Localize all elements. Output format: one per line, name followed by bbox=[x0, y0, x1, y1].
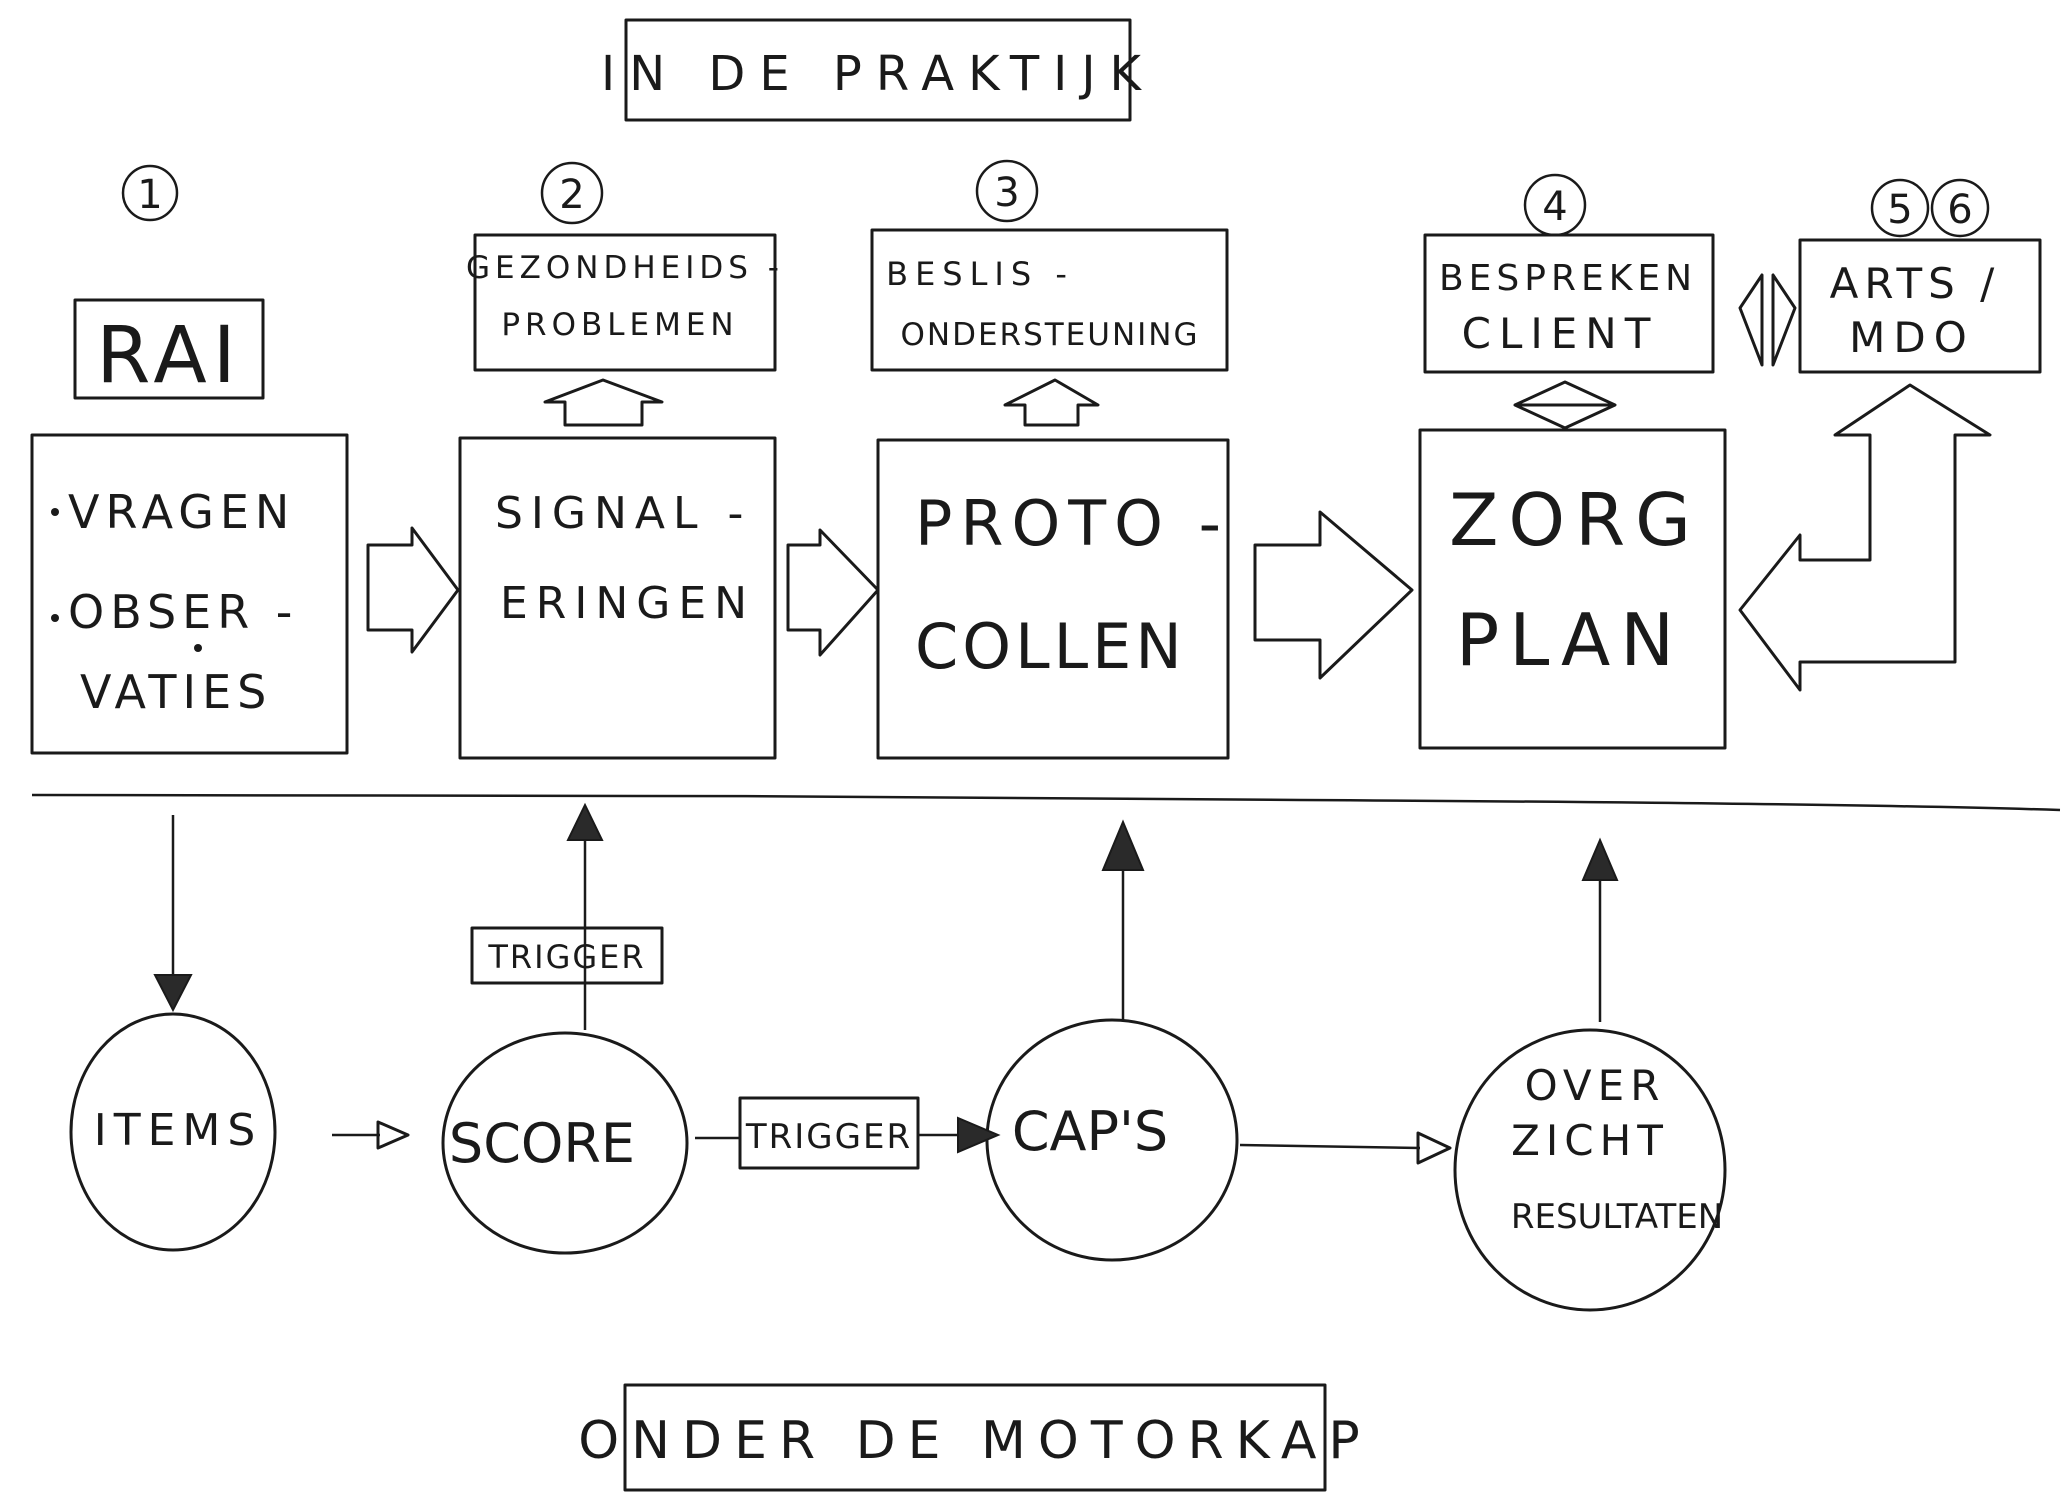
score-label: SCORE bbox=[449, 1112, 635, 1175]
items-circle: ITEMS bbox=[69, 1012, 277, 1252]
arrow-rai-to-signaleringen bbox=[366, 526, 460, 654]
arrow-up-from-score bbox=[566, 802, 604, 841]
double-arrow-bespreken-arts bbox=[1738, 273, 1797, 367]
arrow-items-to-score bbox=[376, 1120, 410, 1150]
caps-circle: CAP'S bbox=[985, 1018, 1239, 1262]
bespreken-client-line1: BESPREKEN bbox=[1439, 258, 1697, 299]
arrow-signaleringen-to-protocollen bbox=[786, 528, 880, 657]
arrow-up-to-beslisondersteuning bbox=[1003, 378, 1100, 427]
overzicht-line2: ZICHT bbox=[1511, 1116, 1669, 1165]
overzicht-line3: RESULTATEN bbox=[1511, 1197, 1723, 1237]
arrow-up-from-caps bbox=[1101, 819, 1145, 871]
step-number-5-label: 5 bbox=[1887, 187, 1912, 233]
section-divider bbox=[31, 793, 2061, 812]
gezondheidsproblemen-line2: PROBLEMEN bbox=[501, 307, 738, 343]
step-number-5: 5 bbox=[1870, 178, 1930, 238]
overzicht-circle: OVER ZICHT RESULTATEN bbox=[1453, 1028, 1727, 1312]
step-number-2-label: 2 bbox=[559, 172, 584, 218]
arts-mdo-box: ARTS / MDO bbox=[1798, 238, 2042, 374]
step-number-3: 3 bbox=[975, 159, 1039, 223]
rai-bullet-observaties-1: OBSER - bbox=[68, 585, 298, 639]
zorgplan-box: ZORG PLAN bbox=[1418, 428, 1727, 750]
gezondheidsproblemen-line1: GEZONDHEIDS - bbox=[466, 250, 784, 286]
arts-mdo-line2: MDO bbox=[1849, 313, 1975, 362]
bottom-section-title: ONDER DE MOTORKAP bbox=[578, 1411, 1372, 1471]
trigger-label-vertical: TRIGGER bbox=[487, 938, 645, 976]
step-number-3-label: 3 bbox=[994, 170, 1019, 216]
step-number-6-label: 6 bbox=[1947, 187, 1972, 233]
bespreken-client-box: BESPREKEN CLIENT bbox=[1423, 233, 1715, 374]
beslisondersteuning-line1: BESLIS - bbox=[886, 255, 1074, 293]
protocollen-line2: COLLEN bbox=[915, 610, 1186, 683]
top-section-title-box bbox=[624, 18, 1132, 122]
trigger-box-vertical bbox=[470, 926, 664, 985]
return-arrow-zorgplan-arts bbox=[1738, 383, 1992, 692]
caps-label: CAP'S bbox=[1012, 1100, 1168, 1163]
beslisondersteuning-box: BESLIS - ONDERSTEUNING bbox=[870, 228, 1229, 372]
arrow-up-to-gezondheidsproblemen bbox=[543, 378, 664, 427]
step-number-4: 4 bbox=[1523, 173, 1587, 237]
step-number-2: 2 bbox=[540, 161, 604, 225]
top-section-title: IN DE PRAKTIJK bbox=[601, 46, 1155, 102]
signaleringen-box: SIGNAL - ERINGEN bbox=[458, 436, 777, 760]
trigger-box-horizontal bbox=[738, 1096, 920, 1170]
protocollen-box: PROTO - COLLEN bbox=[876, 438, 1230, 760]
arrow-up-from-overzicht bbox=[1581, 837, 1619, 881]
trigger-label-horizontal: TRIGGER bbox=[745, 1117, 912, 1157]
rai-label-box bbox=[73, 298, 265, 400]
rai-questions-box: VRAGEN OBSER - VATIES bbox=[30, 433, 349, 755]
double-arrow-zorgplan-bespreken bbox=[1513, 380, 1617, 430]
score-circle: SCORE bbox=[441, 1031, 689, 1255]
step-number-1: 1 bbox=[121, 164, 179, 222]
step-number-4-label: 4 bbox=[1542, 184, 1567, 230]
overzicht-line1: OVER bbox=[1525, 1061, 1666, 1110]
signaleringen-line1: SIGNAL - bbox=[495, 488, 751, 539]
step-number-1-label: 1 bbox=[137, 172, 162, 218]
bottom-section-title-box bbox=[623, 1383, 1327, 1492]
protocollen-line1: PROTO - bbox=[915, 487, 1229, 560]
bespreken-client-line2: CLIENT bbox=[1462, 309, 1659, 358]
rai-bullet-observaties-2: VATIES bbox=[80, 665, 272, 719]
arrow-score-to-caps bbox=[957, 1116, 1001, 1154]
gezondheidsproblemen-box: GEZONDHEIDS - PROBLEMEN bbox=[466, 233, 784, 372]
arrow-down-to-items bbox=[153, 974, 193, 1013]
step-number-6: 6 bbox=[1930, 178, 1990, 238]
signaleringen-line2: ERINGEN bbox=[500, 578, 755, 629]
items-label: ITEMS bbox=[94, 1105, 263, 1156]
rai-bullet-vragen: VRAGEN bbox=[68, 485, 295, 539]
beslisondersteuning-line2: ONDERSTEUNING bbox=[900, 317, 1199, 353]
arrow-caps-to-overzicht bbox=[1416, 1131, 1452, 1165]
rai-label: RAI bbox=[96, 311, 241, 401]
arrow-protocollen-to-zorgplan bbox=[1253, 510, 1414, 680]
zorgplan-line1: ZORG bbox=[1449, 478, 1701, 562]
zorgplan-line2: PLAN bbox=[1456, 598, 1684, 682]
arts-mdo-line1: ARTS / bbox=[1830, 259, 2001, 308]
